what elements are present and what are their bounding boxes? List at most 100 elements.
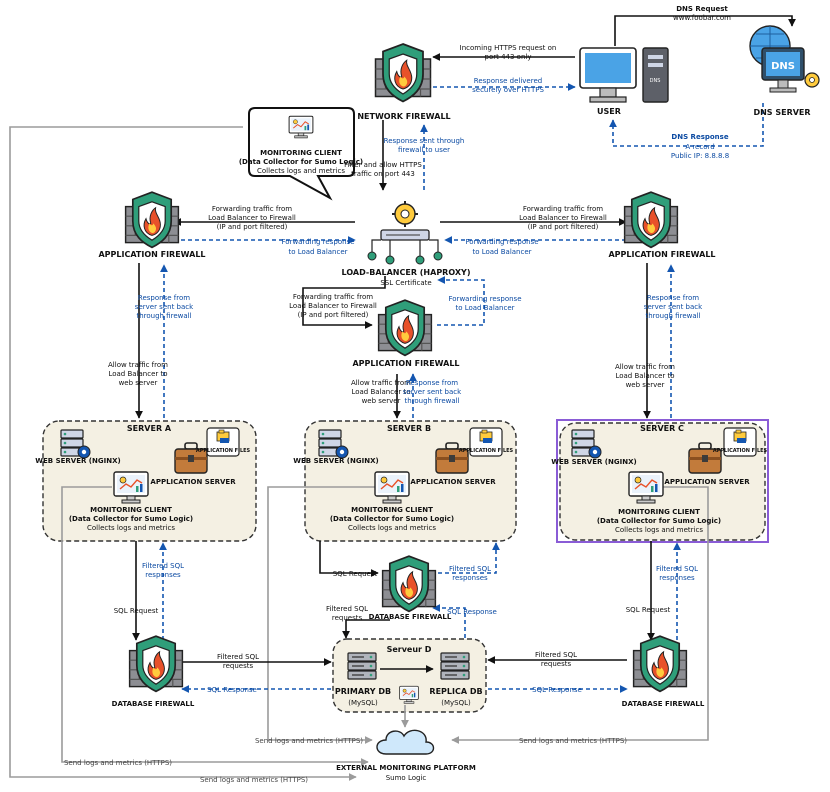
app-firewall-right-icon — [623, 191, 679, 249]
cloud-icon — [376, 729, 435, 755]
middle-forward-line2: Load Balancer to Firewall — [289, 302, 377, 310]
send-logs-label-4: Send logs and metrics (HTTPS) — [519, 737, 627, 745]
left-filtered-line1: Filtered SQL — [142, 562, 184, 570]
right-filtered-line1: Filtered SQL — [656, 565, 698, 573]
left-back-line3: through firewall — [136, 312, 191, 320]
load-balancer-icon — [367, 201, 443, 265]
dns-server-icon: DNS — [749, 25, 820, 93]
left-forward-line2: Load Balancer to Firewall — [208, 214, 296, 222]
serveur-d-title: Serveur D — [387, 645, 432, 654]
server-c-mon-title: MONITORING CLIENT — [618, 508, 700, 516]
middle-firewall-to-lb-arrow — [437, 276, 485, 326]
app-firewall-middle-icon — [377, 299, 433, 357]
db-firewall-middle-label: DATABASE FIREWALL — [369, 613, 452, 621]
middle-forward-line1: Forwarding traffic from — [293, 293, 373, 301]
middle-allow-line2: Load Balancer to — [351, 388, 410, 396]
dns-request-arrow — [614, 15, 796, 46]
left-forward-line1: Forwarding traffic from — [212, 205, 292, 213]
lb-sublabel: SSL Certificate — [380, 279, 431, 287]
middle-filtered-line2: responses — [452, 574, 488, 582]
logs-line-callout — [9, 126, 357, 781]
server-b-app-label: APPLICATION SERVER — [410, 478, 496, 486]
replica-db-label: REPLICA DB — [429, 687, 482, 696]
monitoring-callout — [248, 107, 355, 201]
server-b-mon-subtitle: (Data Collector for Sumo Logic) — [330, 515, 454, 523]
dns-response-line1: A record — [685, 143, 714, 151]
dns-request-host: www.foobar.com — [673, 14, 731, 22]
left-filtered-req-line1: Filtered SQL — [217, 653, 259, 661]
right-allow-line1: Allow traffic from — [615, 363, 675, 371]
dns-request-title: DNS Request — [676, 5, 728, 13]
left-sql-request: SQL Request — [114, 607, 159, 615]
monitoring-platform-title: EXTERNAL MONITORING PLATFORM — [336, 764, 476, 772]
server-b-title: SERVER B — [387, 424, 431, 433]
left-filtered-line2: responses — [145, 571, 181, 579]
replica-db-engine: (MySQL) — [441, 699, 471, 707]
server-b-sql-request — [319, 541, 379, 577]
middle-filtered-req-line2: requests — [332, 614, 363, 622]
middle-db-filtered-requests — [342, 619, 390, 639]
dns-server-label: DNS SERVER — [753, 108, 810, 117]
filter-line2: traffic on port 443 — [351, 170, 415, 178]
network-firewall-icon — [374, 43, 432, 103]
right-allow-line3: web server — [626, 381, 665, 389]
right-response-line1: Forwarding response — [466, 238, 539, 246]
server-c-files-label: APPLICATION FILES — [713, 448, 768, 454]
left-back-line2: server sent back — [135, 303, 194, 311]
replica-db-icon — [440, 652, 470, 680]
server-a-app-label: APPLICATION SERVER — [150, 478, 236, 486]
right-back-line1: Response from — [647, 294, 699, 302]
tower-dns-text: DNS — [650, 78, 661, 84]
right-filtered-line2: responses — [659, 574, 695, 582]
server-a-web-label: WEB SERVER (NGINX) — [35, 457, 120, 465]
right-back-line3: through firewall — [645, 312, 700, 320]
middle-filtered-line1: Filtered SQL — [449, 565, 491, 573]
sent-line2: firewall to user — [398, 146, 450, 154]
server-c-app-label: APPLICATION SERVER — [664, 478, 750, 486]
left-allow-line1: Allow traffic from — [108, 361, 168, 369]
middle-back-line1: Response from — [406, 379, 458, 387]
left-sql-response: SQL Response — [207, 686, 257, 694]
middle-sql-request: SQL Request — [333, 570, 378, 578]
incoming-line1: Incoming HTTPS request on — [460, 44, 557, 52]
left-allow-line2: Load Balancer to — [108, 370, 167, 378]
db-firewall-left-icon — [128, 635, 184, 693]
server-b-filtered-responses — [431, 542, 500, 574]
server-c-highlight — [556, 419, 769, 543]
dns-response-title: DNS Response — [671, 133, 728, 141]
server-a-files-label: APPLICATION FILES — [196, 448, 251, 454]
send-logs-label-3: Send logs and metrics (HTTPS) — [255, 737, 363, 745]
server-c-web-label: WEB SERVER (NGINX) — [551, 458, 636, 466]
server-c-title: SERVER C — [640, 424, 684, 433]
server-c-mon-desc: Collects logs and metrics — [615, 526, 703, 534]
logs-line-server-a — [61, 486, 369, 766]
lb-to-middle-firewall-arrow — [302, 276, 386, 329]
primary-db-engine: (MySQL) — [348, 699, 378, 707]
app-firewall-right-label: APPLICATION FIREWALL — [608, 250, 715, 259]
left-filtered-req-line2: requests — [223, 662, 254, 670]
server-b-mon-title: MONITORING CLIENT — [351, 506, 433, 514]
app-firewall-left-icon — [124, 191, 180, 249]
left-back-line1: Response from — [138, 294, 190, 302]
delivered-line1: Response delivered — [474, 77, 542, 85]
right-filtered-req-line2: requests — [541, 660, 572, 668]
right-forward-line3: (IP and port filtered) — [528, 223, 599, 231]
right-back-line2: server sent back — [644, 303, 703, 311]
middle-sql-response: SQL Response — [447, 608, 497, 616]
left-response-line1: Forwarding response — [282, 238, 355, 246]
network-firewall-label: NETWORK FIREWALL — [357, 112, 450, 121]
filter-line1: Filter and allow HTTPS — [344, 161, 422, 169]
incoming-line2: port 443 only — [485, 53, 532, 61]
db-firewall-right-icon — [632, 635, 688, 693]
left-allow-line3: web server — [119, 379, 158, 387]
db-firewall-middle-icon — [381, 555, 437, 613]
middle-forward-line3: (IP and port filtered) — [298, 311, 369, 319]
server-a-mon-desc: Collects logs and metrics — [87, 524, 175, 532]
db-firewall-right-label: DATABASE FIREWALL — [622, 700, 705, 708]
send-logs-label-2: Send logs and metrics (HTTPS) — [200, 776, 308, 784]
middle-back-line3: through firewall — [404, 397, 459, 405]
lb-label: LOAD-BALANCER (HAPROXY) — [342, 268, 471, 277]
logs-line-server-b — [267, 486, 380, 744]
server-b-web-label: WEB SERVER (NGINX) — [293, 457, 378, 465]
